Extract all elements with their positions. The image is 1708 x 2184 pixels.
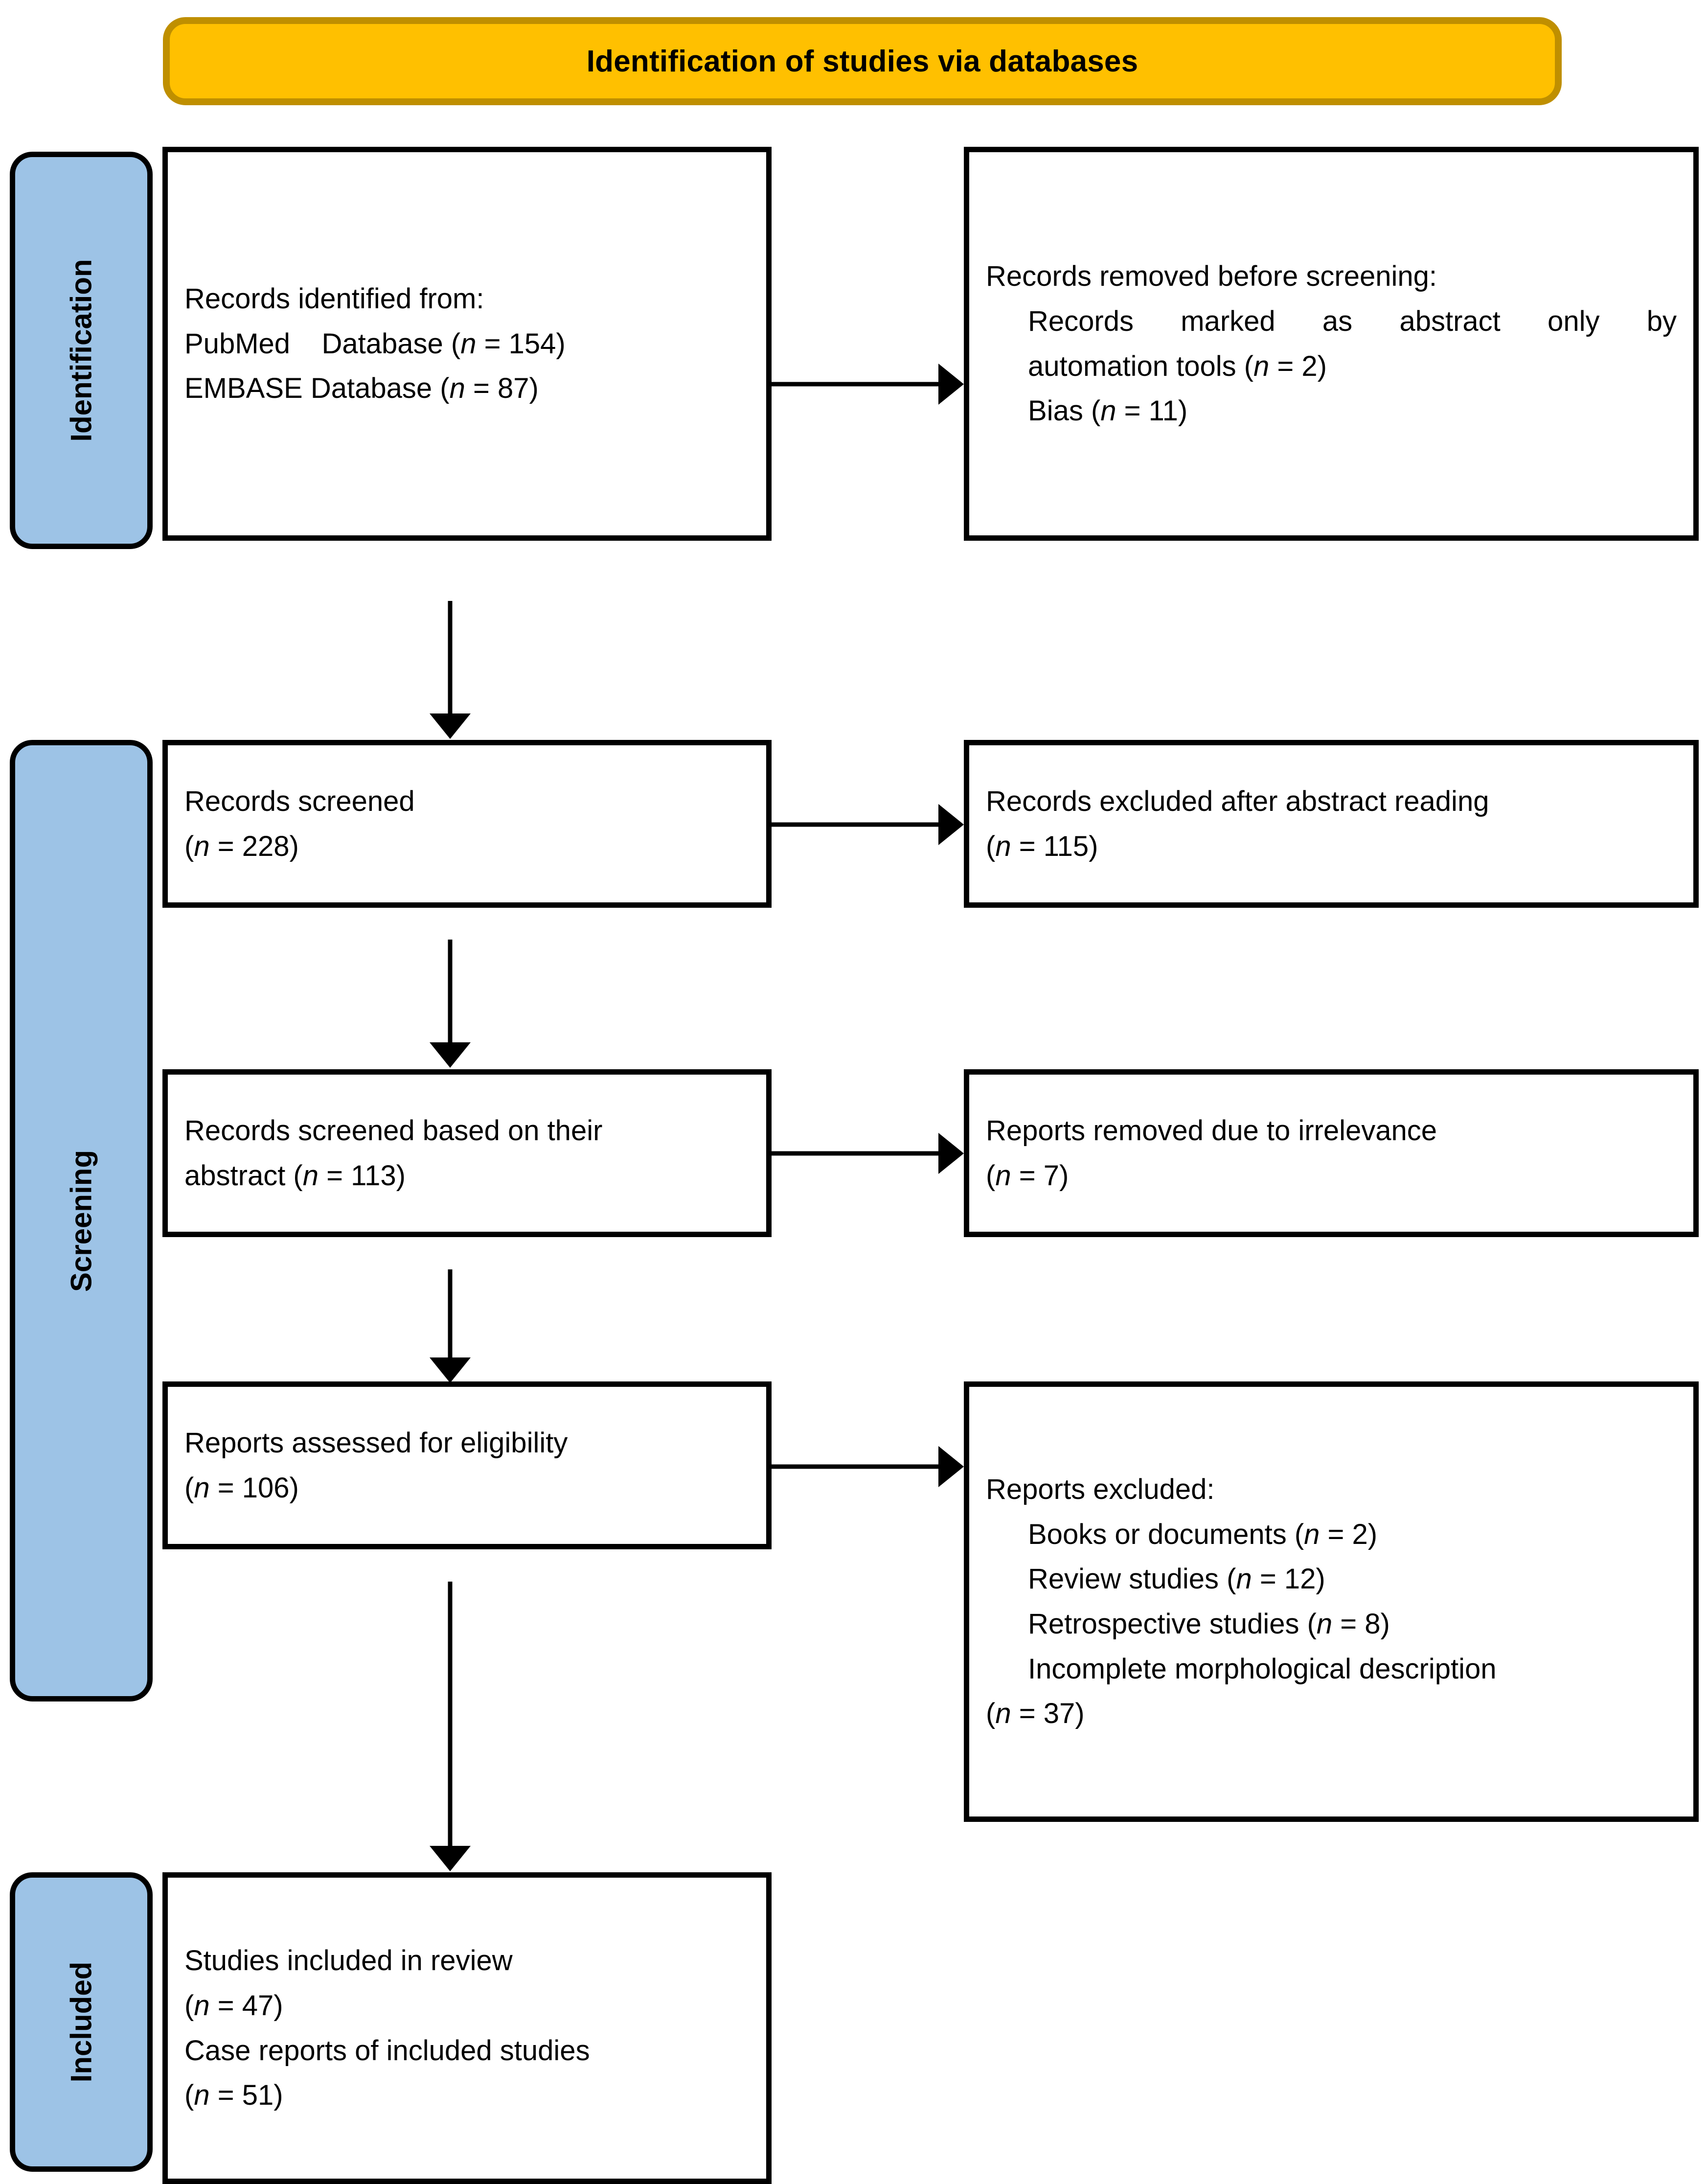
records-removed-line-3: Bias (n = 11) — [1028, 395, 1188, 427]
banner-identification-via-databases: Identification of studies via databases — [163, 17, 1562, 105]
reports-excluded-line-2: Review studies (n = 12) — [1028, 1563, 1325, 1595]
arrow-eligibility-to-included — [428, 1582, 472, 1871]
records-screened-line-1: (n = 228) — [184, 830, 299, 862]
arrow-screened-to-abstract-screened — [428, 940, 472, 1068]
records-identified-line-2: EMBASE Database (n = 87) — [184, 372, 539, 405]
arrow-abstract-to-eligibility — [428, 1269, 472, 1383]
records-removed-line-0: Records removed before screening: — [986, 260, 1437, 293]
records-excluded-line-1: (n = 115) — [986, 830, 1098, 862]
stage-band-identification: Identification — [10, 152, 153, 549]
arrow-identified-to-screened — [428, 601, 472, 739]
abstract-screened-line-0: Records screened based on their — [184, 1114, 603, 1147]
box-records-excluded-after-abstract: Records excluded after abstract reading … — [964, 740, 1699, 908]
stage-label-identification: Identification — [65, 259, 98, 442]
studies-included-line-2: Case reports of included studies — [184, 2034, 590, 2067]
box-records-screened-on-abstract: Records screened based on their abstract… — [162, 1069, 772, 1237]
arrow-abstract-to-irrelevance — [772, 1131, 964, 1175]
arrow-screened-to-excluded — [772, 803, 964, 847]
records-removed-line-2: automation tools (n = 2) — [1028, 350, 1327, 382]
reports-excluded-line-4: Incomplete morphological description — [1028, 1653, 1497, 1685]
box-reports-excluded: Reports excluded: Books or documents (n … — [964, 1381, 1699, 1822]
arrow-identified-to-removed — [772, 362, 964, 406]
box-reports-assessed-eligibility: Reports assessed for eligibility (n = 10… — [162, 1381, 772, 1549]
records-identified-line-0: Records identified from: — [184, 283, 484, 315]
box-records-screened: Records screened (n = 228) — [162, 740, 772, 908]
box-studies-included: Studies included in review (n = 47) Case… — [162, 1872, 772, 2184]
removed-irrelevance-line-0: Reports removed due to irrelevance — [986, 1114, 1437, 1147]
eligibility-line-0: Reports assessed for eligibility — [184, 1426, 568, 1459]
stage-label-screening: Screening — [65, 1149, 98, 1292]
reports-excluded-line-1: Books or documents (n = 2) — [1028, 1518, 1378, 1550]
box-records-removed-before-screening: Records removed before screening: Record… — [964, 147, 1699, 541]
records-removed-line-1: Records marked as abstract only by — [1028, 305, 1677, 337]
eligibility-line-1: (n = 106) — [184, 1471, 299, 1504]
reports-excluded-line-3: Retrospective studies (n = 8) — [1028, 1608, 1390, 1640]
reports-excluded-line-5: (n = 37) — [986, 1698, 1085, 1730]
records-identified-line-1: PubMed Database (n = 154) — [184, 327, 566, 360]
records-excluded-line-0: Records excluded after abstract reading — [986, 785, 1489, 817]
box-records-identified: Records identified from: PubMed Database… — [162, 147, 772, 541]
studies-included-line-3: (n = 51) — [184, 2079, 283, 2112]
removed-irrelevance-line-1: (n = 7) — [986, 1159, 1069, 1192]
studies-included-line-1: (n = 47) — [184, 1989, 283, 2022]
stage-label-included: Included — [65, 1961, 98, 2083]
stage-band-screening: Screening — [10, 740, 153, 1701]
arrow-eligibility-to-excluded — [772, 1445, 964, 1489]
box-reports-removed-irrelevance: Reports removed due to irrelevance (n = … — [964, 1069, 1699, 1237]
stage-band-included: Included — [10, 1872, 153, 2172]
reports-excluded-line-0: Reports excluded: — [986, 1473, 1215, 1506]
abstract-screened-line-1: abstract (n = 113) — [184, 1159, 406, 1192]
banner-title: Identification of studies via databases — [586, 44, 1139, 78]
studies-included-line-0: Studies included in review — [184, 1945, 513, 1977]
records-screened-line-0: Records screened — [184, 785, 415, 817]
